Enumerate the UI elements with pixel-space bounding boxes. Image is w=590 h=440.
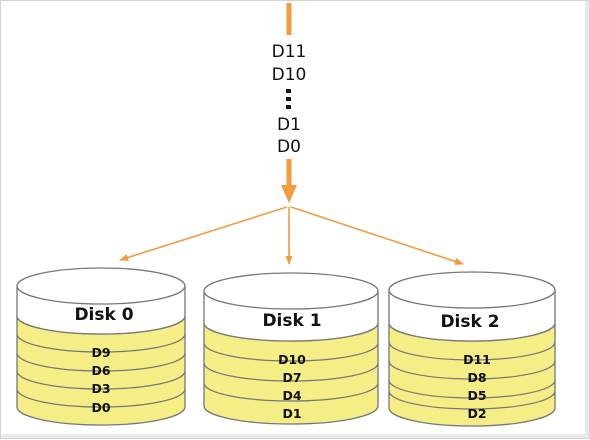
disk-0-block-1: D9 [91, 345, 110, 360]
stream-ellipsis-dots [286, 89, 291, 109]
disk-2-block-1: D11 [463, 352, 491, 367]
disk-1: Disk 1 D10 D7 D4 D1 [203, 272, 379, 425]
disk-0-block-4: D0 [91, 400, 110, 415]
disk-0-block-2: D6 [91, 363, 110, 378]
stream-label-top-1: D11 [272, 42, 307, 62]
disk-0-label: Disk 0 [74, 305, 133, 325]
disk-2-label: Disk 2 [440, 312, 499, 332]
split-arrows [119, 206, 464, 265]
disk-1-label: Disk 1 [262, 311, 321, 331]
arrow-to-disk-0 [119, 206, 288, 261]
disk-0-block-3: D3 [91, 381, 110, 396]
disk-2-block-2: D8 [467, 370, 486, 385]
stream-label-bottom-2: D0 [277, 137, 301, 157]
arrow-to-disk-2 [290, 206, 464, 265]
incoming-stream-arrow [281, 3, 297, 203]
stream-arrowhead [281, 185, 297, 203]
stream-label-top-2: D10 [272, 65, 307, 85]
disk-1-block-3: D4 [282, 388, 301, 403]
disk-0: Disk 0 D9 D6 D3 D0 [16, 267, 186, 426]
disk-2-block-3: D5 [467, 388, 486, 403]
disk-1-block-1: D10 [278, 352, 306, 367]
stream-label-bottom-1: D1 [277, 115, 301, 135]
disk-2-block-4: D2 [467, 406, 486, 421]
disk-2: Disk 2 D11 D8 D5 D2 [388, 271, 556, 427]
disk-1-block-2: D7 [282, 370, 301, 385]
disk-1-block-4: D1 [282, 406, 301, 421]
